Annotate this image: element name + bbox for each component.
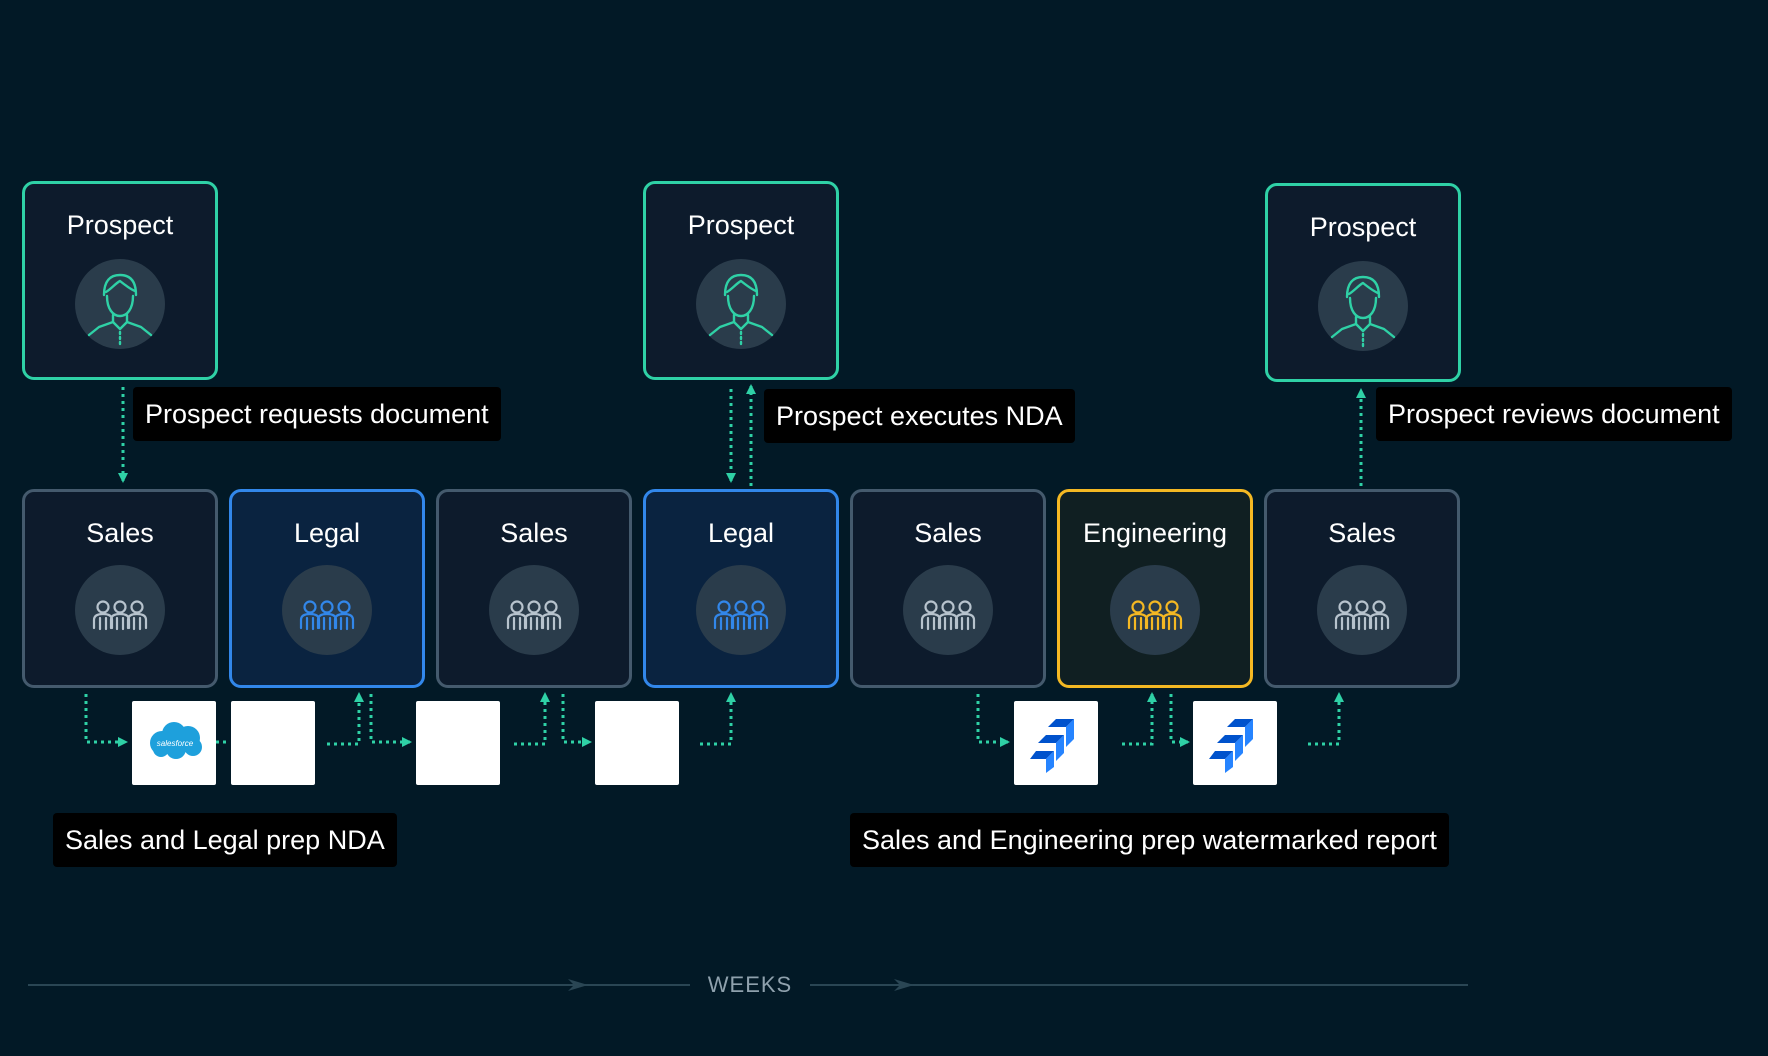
team-icon: [1110, 565, 1200, 655]
document-tile: [231, 701, 315, 785]
connector-arrow: [976, 694, 1010, 747]
team-box-legal-2: Legal: [643, 489, 839, 688]
connector-arrow: [700, 692, 736, 746]
team-box-sales-4: Sales: [1264, 489, 1460, 688]
team-icon: [75, 565, 165, 655]
team-icon: [903, 565, 993, 655]
prospect-box-label: Prospect: [687, 210, 795, 240]
connector-arrow: [1169, 694, 1190, 747]
person-icon: [696, 259, 786, 349]
team-box-label: Legal: [293, 518, 361, 548]
prospect-box-1: Prospect: [22, 181, 218, 380]
prospect-box-label: Prospect: [1309, 212, 1417, 242]
connector-arrow: [84, 694, 128, 747]
connector-arrow: [369, 694, 412, 747]
team-icon: [696, 565, 786, 655]
team-icon: [1317, 565, 1407, 655]
callout-prospect-reviews: Prospect reviews document: [1376, 387, 1732, 441]
jira-logo-icon: [1209, 719, 1253, 773]
callout-sales-legal-prep: Sales and Legal prep NDA: [53, 813, 397, 867]
person-icon: [1318, 261, 1408, 351]
connector-arrow: [1308, 692, 1344, 746]
team-box-sales-2: Sales: [436, 489, 632, 688]
team-icon: [489, 565, 579, 655]
prospect-box-2: Prospect: [643, 181, 839, 380]
connector-arrow: [1122, 692, 1157, 746]
team-box-label: Sales: [86, 518, 154, 548]
callout-prospect-executes: Prospect executes NDA: [764, 389, 1075, 443]
connector-arrow: [327, 692, 364, 746]
team-icon: [282, 565, 372, 655]
team-box-sales-1: Sales: [22, 489, 218, 688]
team-box-sales-3: Sales: [850, 489, 1046, 688]
salesforce-logo-icon: salesforce: [150, 722, 202, 759]
jira-logo-icon: [1030, 719, 1074, 773]
callout-sales-engineering-prep: Sales and Engineering prep watermarked r…: [850, 813, 1449, 867]
prospect-box-label: Prospect: [66, 210, 174, 240]
document-tile: [595, 701, 679, 785]
jira-tile: [1014, 701, 1098, 785]
team-box-legal-1: Legal: [229, 489, 425, 688]
team-box-label: Sales: [914, 518, 982, 548]
team-box-label: Sales: [1328, 518, 1396, 548]
salesforce-wordmark: salesforce: [157, 739, 194, 748]
salesforce-tile: salesforce: [132, 701, 216, 785]
team-box-label: Sales: [500, 518, 568, 548]
connector-arrow: [514, 692, 550, 746]
team-box-engineering: Engineering: [1057, 489, 1253, 688]
prospect-box-3: Prospect: [1265, 183, 1461, 382]
timeline-label: WEEKS: [707, 972, 793, 997]
team-box-label: Engineering: [1082, 518, 1228, 548]
connector-arrow: [561, 694, 592, 747]
jira-tile: [1193, 701, 1277, 785]
document-tile: [416, 701, 500, 785]
person-icon: [75, 259, 165, 349]
team-box-label: Legal: [707, 518, 775, 548]
callout-prospect-requests: Prospect requests document: [133, 387, 501, 441]
